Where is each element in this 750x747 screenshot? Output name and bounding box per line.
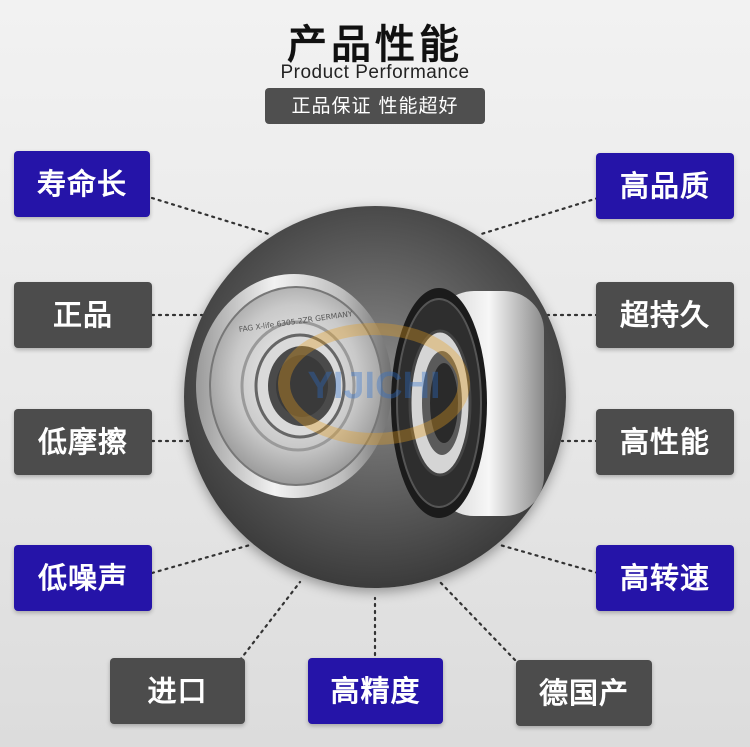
connector-line	[476, 196, 600, 237]
guarantee-banner: 正品保证 性能超好	[265, 88, 485, 124]
feature-imported: 进口	[110, 658, 245, 724]
bearing-left	[196, 274, 392, 498]
bearing-right	[391, 288, 544, 518]
feature-made-in-germany: 德国产	[516, 660, 652, 726]
page-subtitle: Product Performance	[280, 62, 470, 83]
connector-line	[438, 580, 517, 662]
connector-line	[238, 580, 302, 662]
product-photo-circle: YIJICHI FAG X-life 6305.2ZR GERMANY	[184, 206, 566, 588]
feature-long-life: 寿命长	[14, 151, 150, 217]
feature-low-friction: 低摩擦	[14, 409, 152, 475]
bearing-illustration: YIJICHI FAG X-life 6305.2ZR GERMANY	[196, 274, 544, 518]
feature-high-quality: 高品质	[596, 153, 734, 219]
brand-watermark: YIJICHI	[278, 323, 470, 445]
feature-genuine: 正品	[14, 282, 152, 348]
connector-line	[150, 196, 274, 237]
feature-low-noise: 低噪声	[14, 545, 152, 611]
connector-line	[498, 543, 600, 575]
feature-high-precision: 高精度	[308, 658, 443, 724]
feature-high-performance: 高性能	[596, 409, 734, 475]
feature-high-speed: 高转速	[596, 545, 734, 611]
connector-line	[150, 543, 252, 575]
svg-text:YIJICHI: YIJICHI	[307, 365, 440, 407]
feature-durable: 超持久	[596, 282, 734, 348]
page-title: 产品性能	[287, 22, 463, 68]
